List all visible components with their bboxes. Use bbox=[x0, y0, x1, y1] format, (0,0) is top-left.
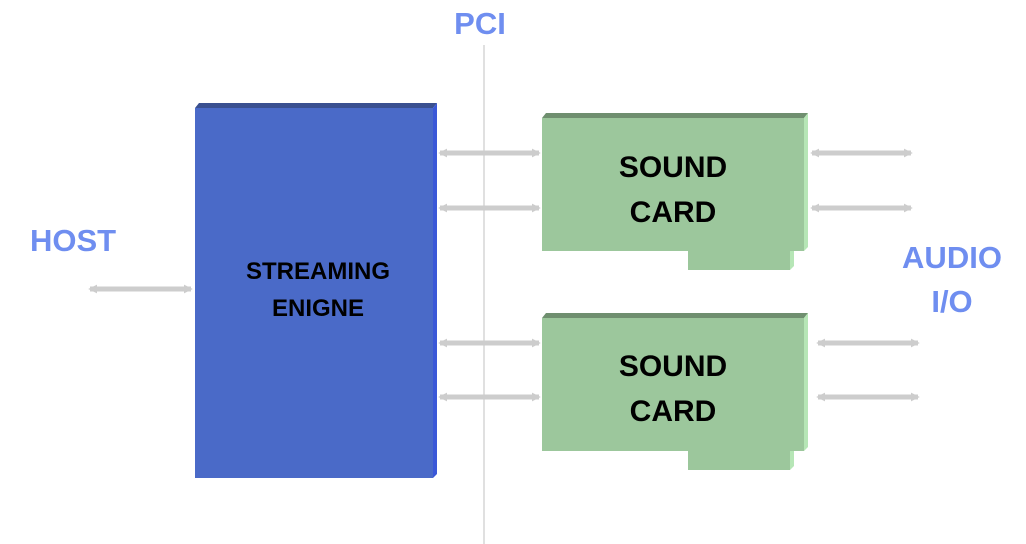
sound-card-1-side-edge bbox=[804, 113, 808, 251]
sound-card-2-tab-side bbox=[790, 447, 794, 470]
streaming-engine-block: STREAMING ENIGNE bbox=[195, 103, 437, 478]
sound-card-1-face bbox=[542, 118, 804, 270]
streaming-engine-face bbox=[195, 108, 433, 478]
audio-io-label-line1: AUDIO bbox=[902, 240, 1002, 275]
sound-card-2-label-line2: CARD bbox=[630, 395, 717, 428]
sound-card-1-tab-side bbox=[790, 247, 794, 270]
sound-card-2-label-line1: SOUND bbox=[619, 350, 727, 383]
host-label: HOST bbox=[30, 223, 116, 258]
sound-card-2: SOUND CARD bbox=[542, 313, 808, 470]
audio-io-label-line2: I/O bbox=[931, 284, 972, 319]
sound-card-2-top-edge bbox=[542, 313, 808, 318]
pci-label: PCI bbox=[454, 6, 506, 41]
sound-card-1-label-line2: CARD bbox=[630, 196, 717, 229]
sound-card-1-label-line1: SOUND bbox=[619, 151, 727, 184]
sound-card-2-side-edge bbox=[804, 313, 808, 451]
sound-card-1-top-edge bbox=[542, 113, 808, 118]
arrows bbox=[88, 148, 920, 402]
streaming-engine-side-edge bbox=[433, 103, 437, 478]
sound-card-2-face bbox=[542, 318, 804, 470]
streaming-engine-label-line2: ENIGNE bbox=[272, 295, 364, 322]
streaming-engine-label-line1: STREAMING bbox=[246, 258, 390, 285]
streaming-engine-top-edge bbox=[195, 103, 437, 108]
sound-card-1: SOUND CARD bbox=[542, 113, 808, 270]
